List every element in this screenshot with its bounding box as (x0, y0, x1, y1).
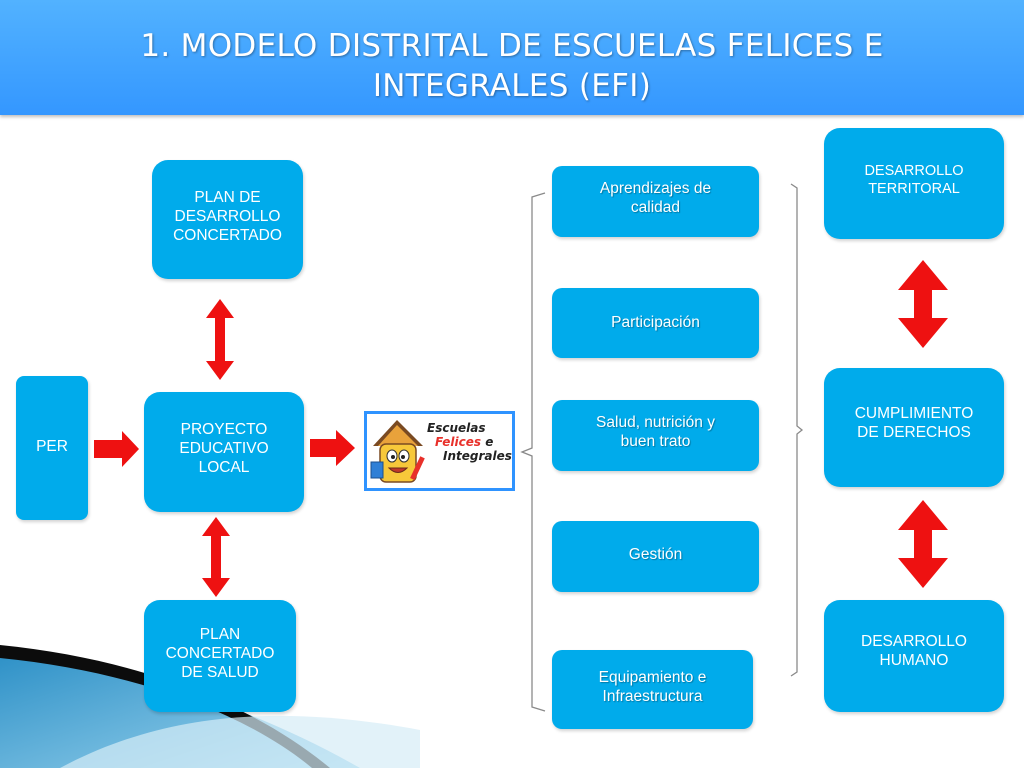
right-arrow-icon (310, 430, 355, 466)
box-label-line: DE DERECHOS (857, 424, 971, 441)
desarrollo-territorial-box: DESARROLLO TERRITORAL (824, 128, 1004, 239)
slide-title-line-1: 1. MODELO DISTRITAL DE ESCUELAS FELICES … (140, 28, 884, 64)
box-label-line: DE SALUD (181, 664, 259, 681)
topic-label-line: Equipamiento e (598, 669, 707, 686)
right-bracket (790, 183, 804, 677)
topic-equipamiento-box: Equipamiento e Infraestructura (552, 650, 753, 729)
desarrollo-humano-box: DESARROLLO HUMANO (824, 600, 1004, 712)
plan-desarrollo-concertado-box: PLAN DE DESARROLLO CONCERTADO (152, 160, 303, 279)
box-label-line: LOCAL (198, 459, 250, 476)
per-box: PER (16, 376, 88, 520)
vertical-double-arrow-icon (898, 500, 948, 588)
escuelas-felices-logo: Escuelas Felices e Integrales (364, 411, 515, 491)
logo-text-e: e (481, 435, 494, 449)
box-label-line: CONCERTADO (173, 227, 282, 244)
topic-label-line: calidad (630, 199, 681, 216)
per-label: PER (36, 438, 68, 455)
box-label-line: PLAN DE (194, 189, 261, 206)
topic-label-line: Participación (611, 314, 700, 331)
box-label-line: CONCERTADO (165, 645, 275, 662)
topic-participacion-box: Participación (552, 288, 759, 358)
box-label-line: DESARROLLO (861, 633, 967, 650)
slide-title: 1. MODELO DISTRITAL DE ESCUELAS FELICES … (0, 0, 1024, 106)
vertical-double-arrow-icon (206, 299, 234, 380)
proyecto-educativo-local-box: PROYECTO EDUCATIVO LOCAL (144, 392, 304, 512)
topic-gestion-box: Gestión (552, 521, 759, 592)
vertical-double-arrow-icon (202, 517, 230, 597)
logo-text-line: Escuelas (427, 421, 486, 435)
slide-title-line-2: INTEGRALES (EFI) (372, 68, 652, 104)
right-arrow-icon (94, 431, 139, 467)
title-bar: 1. MODELO DISTRITAL DE ESCUELAS FELICES … (0, 0, 1024, 115)
left-bracket (520, 192, 546, 712)
topic-aprendizajes-box: Aprendizajes de calidad (552, 166, 759, 237)
box-label-line: PROYECTO (180, 421, 268, 438)
box-label-line: DESARROLLO (864, 163, 964, 179)
topic-label-line: buen trato (620, 433, 691, 450)
topic-salud-box: Salud, nutrición y buen trato (552, 400, 759, 471)
logo-text: Escuelas Felices e Integrales (425, 421, 512, 463)
box-label-line: PLAN (199, 626, 241, 643)
box-label-line: TERRITORAL (868, 181, 960, 197)
cumplimiento-derechos-box: CUMPLIMIENTO DE DERECHOS (824, 368, 1004, 487)
logo-felices-word: Felices (435, 435, 482, 449)
topic-label-line: Infraestructura (602, 688, 703, 705)
box-label-line: HUMANO (879, 652, 949, 669)
topic-label-line: Salud, nutrición y (596, 414, 715, 431)
box-label-line: CUMPLIMIENTO (854, 405, 974, 422)
topic-label-line: Aprendizajes de (599, 180, 712, 197)
vertical-double-arrow-icon (898, 260, 948, 348)
box-label-line: DESARROLLO (174, 208, 281, 225)
house-mascot-icon (370, 420, 425, 483)
topic-label-line: Gestión (628, 546, 683, 563)
logo-text-line: Integrales (443, 449, 512, 463)
light-swoosh (60, 715, 420, 768)
plan-concertado-salud-box: PLAN CONCERTADO DE SALUD (144, 600, 296, 712)
logo-text-line: Felices e (425, 435, 511, 449)
box-label-line: EDUCATIVO (179, 440, 269, 457)
